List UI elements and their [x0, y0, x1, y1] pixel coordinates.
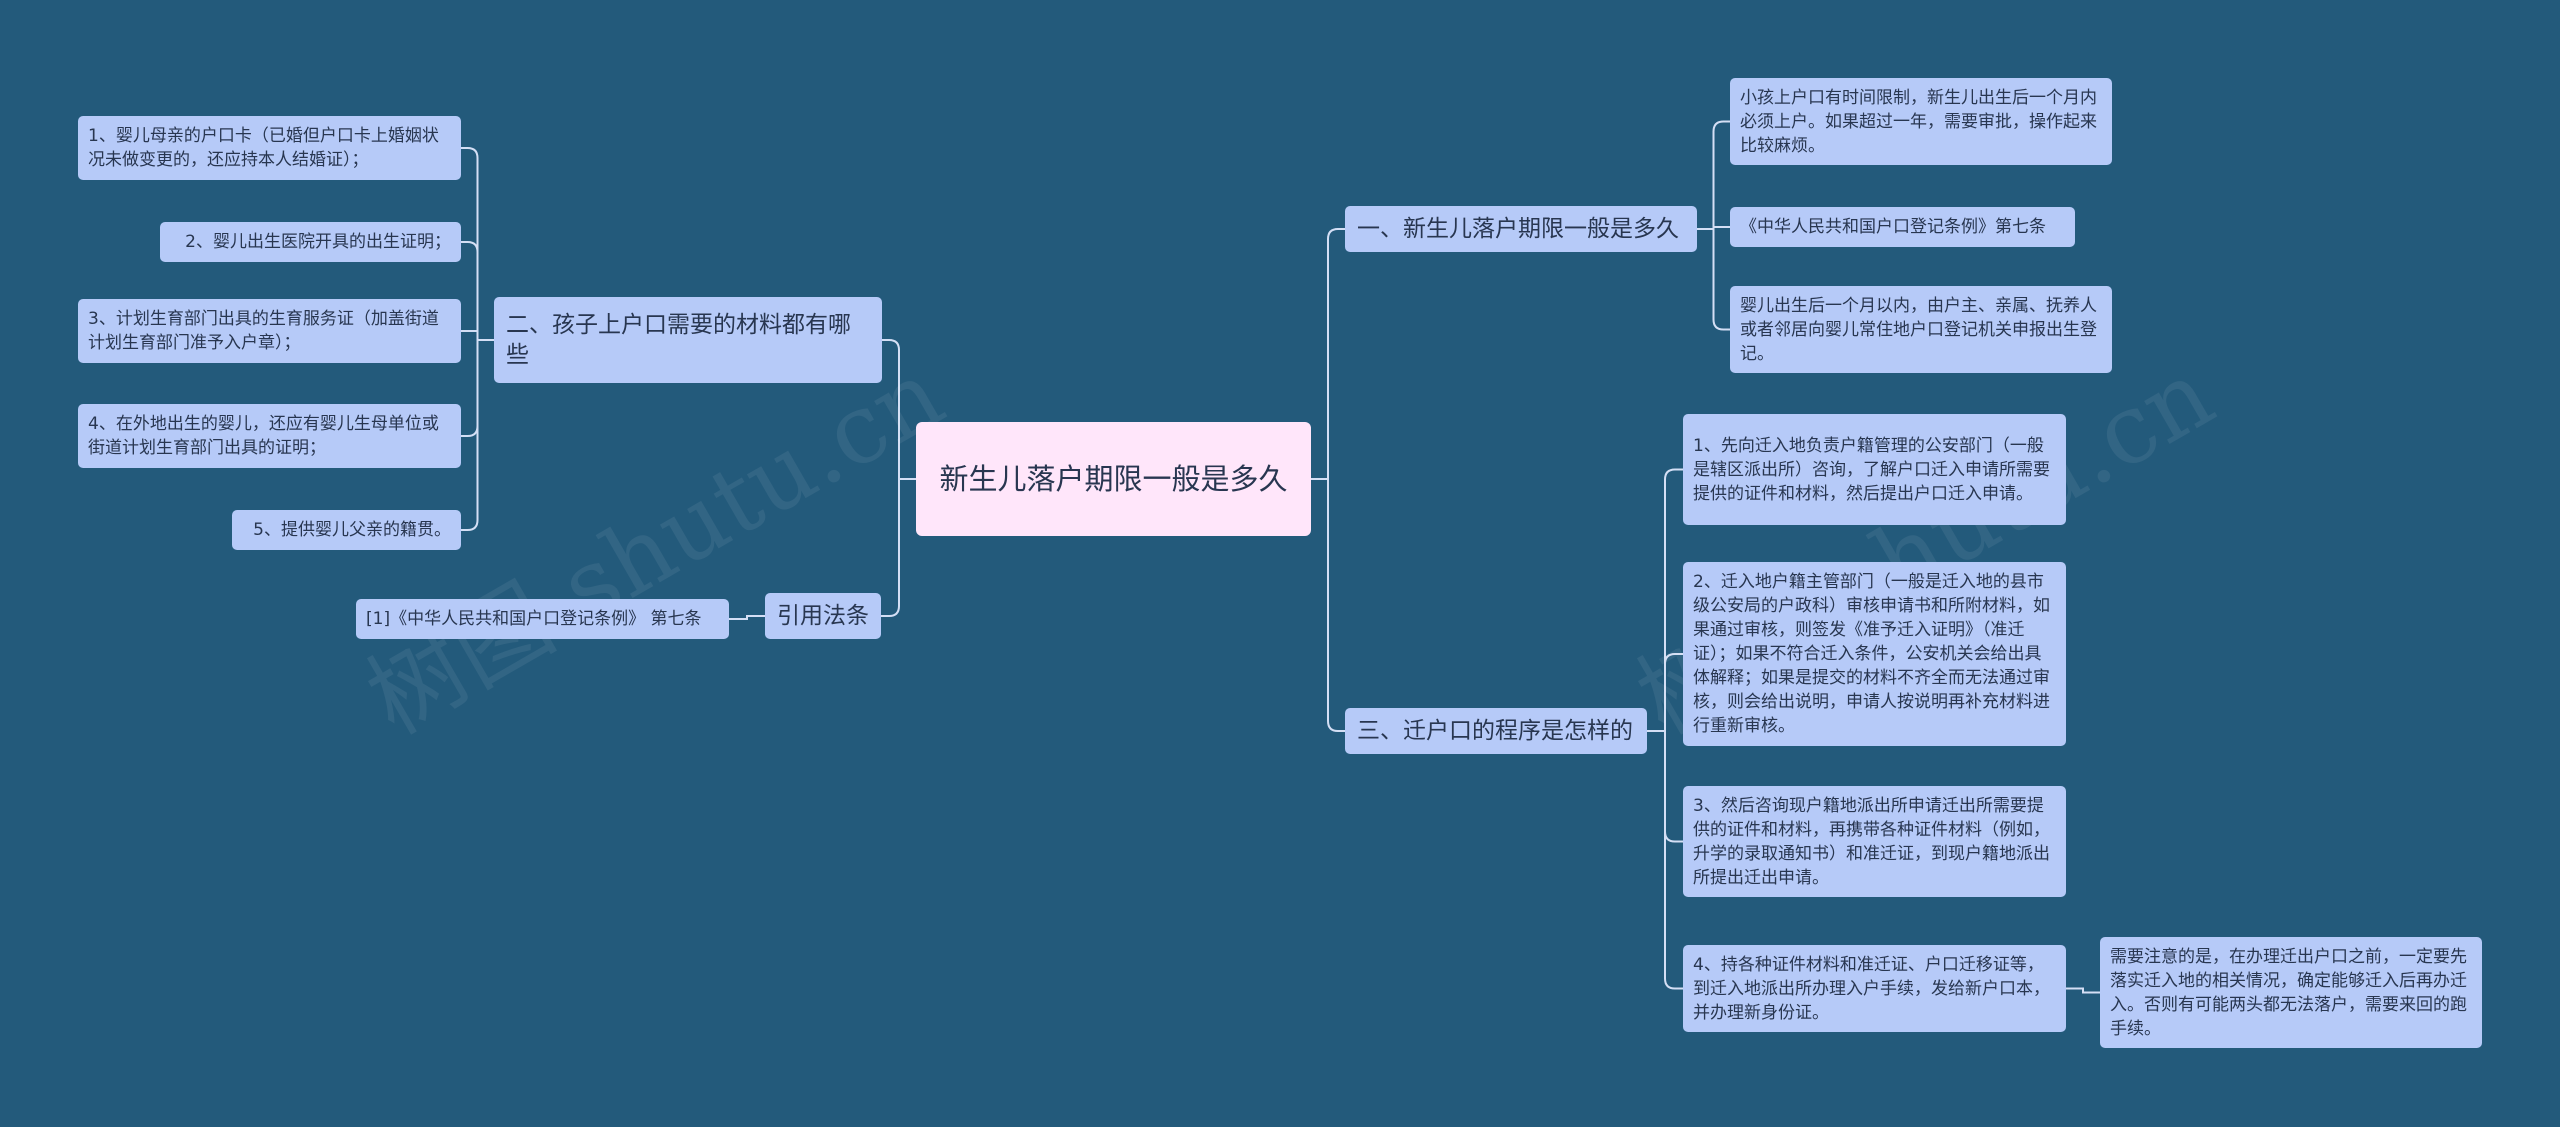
leaf-topic[interactable]: 《中华人民共和国户口登记条例》第七条: [1730, 207, 2075, 247]
connector-line: [881, 478, 916, 617]
connector-line: [1647, 730, 1683, 990]
branch-topic-3[interactable]: 三、迁户口的程序是怎样的: [1345, 708, 1647, 754]
connector-line: [1311, 228, 1345, 480]
connector-line: [1697, 120, 1730, 230]
root-topic[interactable]: 新生儿落户期限一般是多久: [916, 422, 1311, 536]
connector-line: [729, 615, 765, 620]
leaf-topic[interactable]: 1、先向迁入地负责户籍管理的公安部门（一般是辖区派出所）咨询，了解户口迁入申请所…: [1683, 414, 2066, 525]
connector-line: [1647, 653, 1683, 732]
leaf-topic[interactable]: 3、计划生育部门出具的生育服务证（加盖街道计划生育部门准予入户章）；: [78, 299, 461, 363]
leaf-topic[interactable]: 小孩上户口有时间限制，新生儿出生后一个月内必须上户。如果超过一年，需要审批，操作…: [1730, 78, 2112, 165]
branch-topic-4[interactable]: 引用法条: [765, 593, 881, 639]
leaf-topic[interactable]: 1、婴儿母亲的户口卡（已婚但户口卡上婚姻状况未做变更的，还应持本人结婚证）；: [78, 116, 461, 180]
leaf-topic[interactable]: 4、在外地出生的婴儿，还应有婴儿生母单位或街道计划生育部门出具的证明；: [78, 404, 461, 468]
connector-line: [2066, 987, 2100, 994]
connector-line: [1647, 468, 1683, 732]
connector-line: [1697, 228, 1730, 331]
branch-topic-2[interactable]: 二、孩子上户口需要的材料都有哪些: [494, 297, 882, 383]
leaf-subtopic[interactable]: 需要注意的是，在办理迁出户口之前，一定要先落实迁入地的相关情况，确定能够迁入后再…: [2100, 937, 2482, 1048]
leaf-topic[interactable]: 5、提供婴儿父亲的籍贯。: [232, 510, 461, 550]
leaf-topic[interactable]: 4、持各种证件材料和准迁证、户口迁移证等，到迁入地派出所办理入户手续，发给新户口…: [1683, 945, 2066, 1032]
connector-line: [461, 147, 494, 341]
connector-line: [461, 339, 494, 531]
connector-line: [461, 330, 494, 341]
connector-line: [882, 339, 916, 480]
connector-line: [1311, 478, 1345, 732]
leaf-topic[interactable]: 婴儿出生后一个月以内，由户主、亲属、抚养人或者邻居向婴儿常住地户口登记机关申报出…: [1730, 286, 2112, 373]
leaf-topic[interactable]: 2、婴儿出生医院开具的出生证明；: [160, 222, 461, 262]
branch-topic-1[interactable]: 一、新生儿落户期限一般是多久: [1345, 206, 1697, 252]
leaf-topic[interactable]: 3、然后咨询现户籍地派出所申请迁出所需要提供的证件和材料，再携带各种证件材料（例…: [1683, 786, 2066, 897]
connector-line: [461, 241, 494, 341]
leaf-topic[interactable]: [1]《中华人民共和国户口登记条例》 第七条: [356, 599, 729, 639]
leaf-topic[interactable]: 2、迁入地户籍主管部门（一般是迁入地的县市级公安局的户政科）审核申请书和所附材料…: [1683, 562, 2066, 746]
